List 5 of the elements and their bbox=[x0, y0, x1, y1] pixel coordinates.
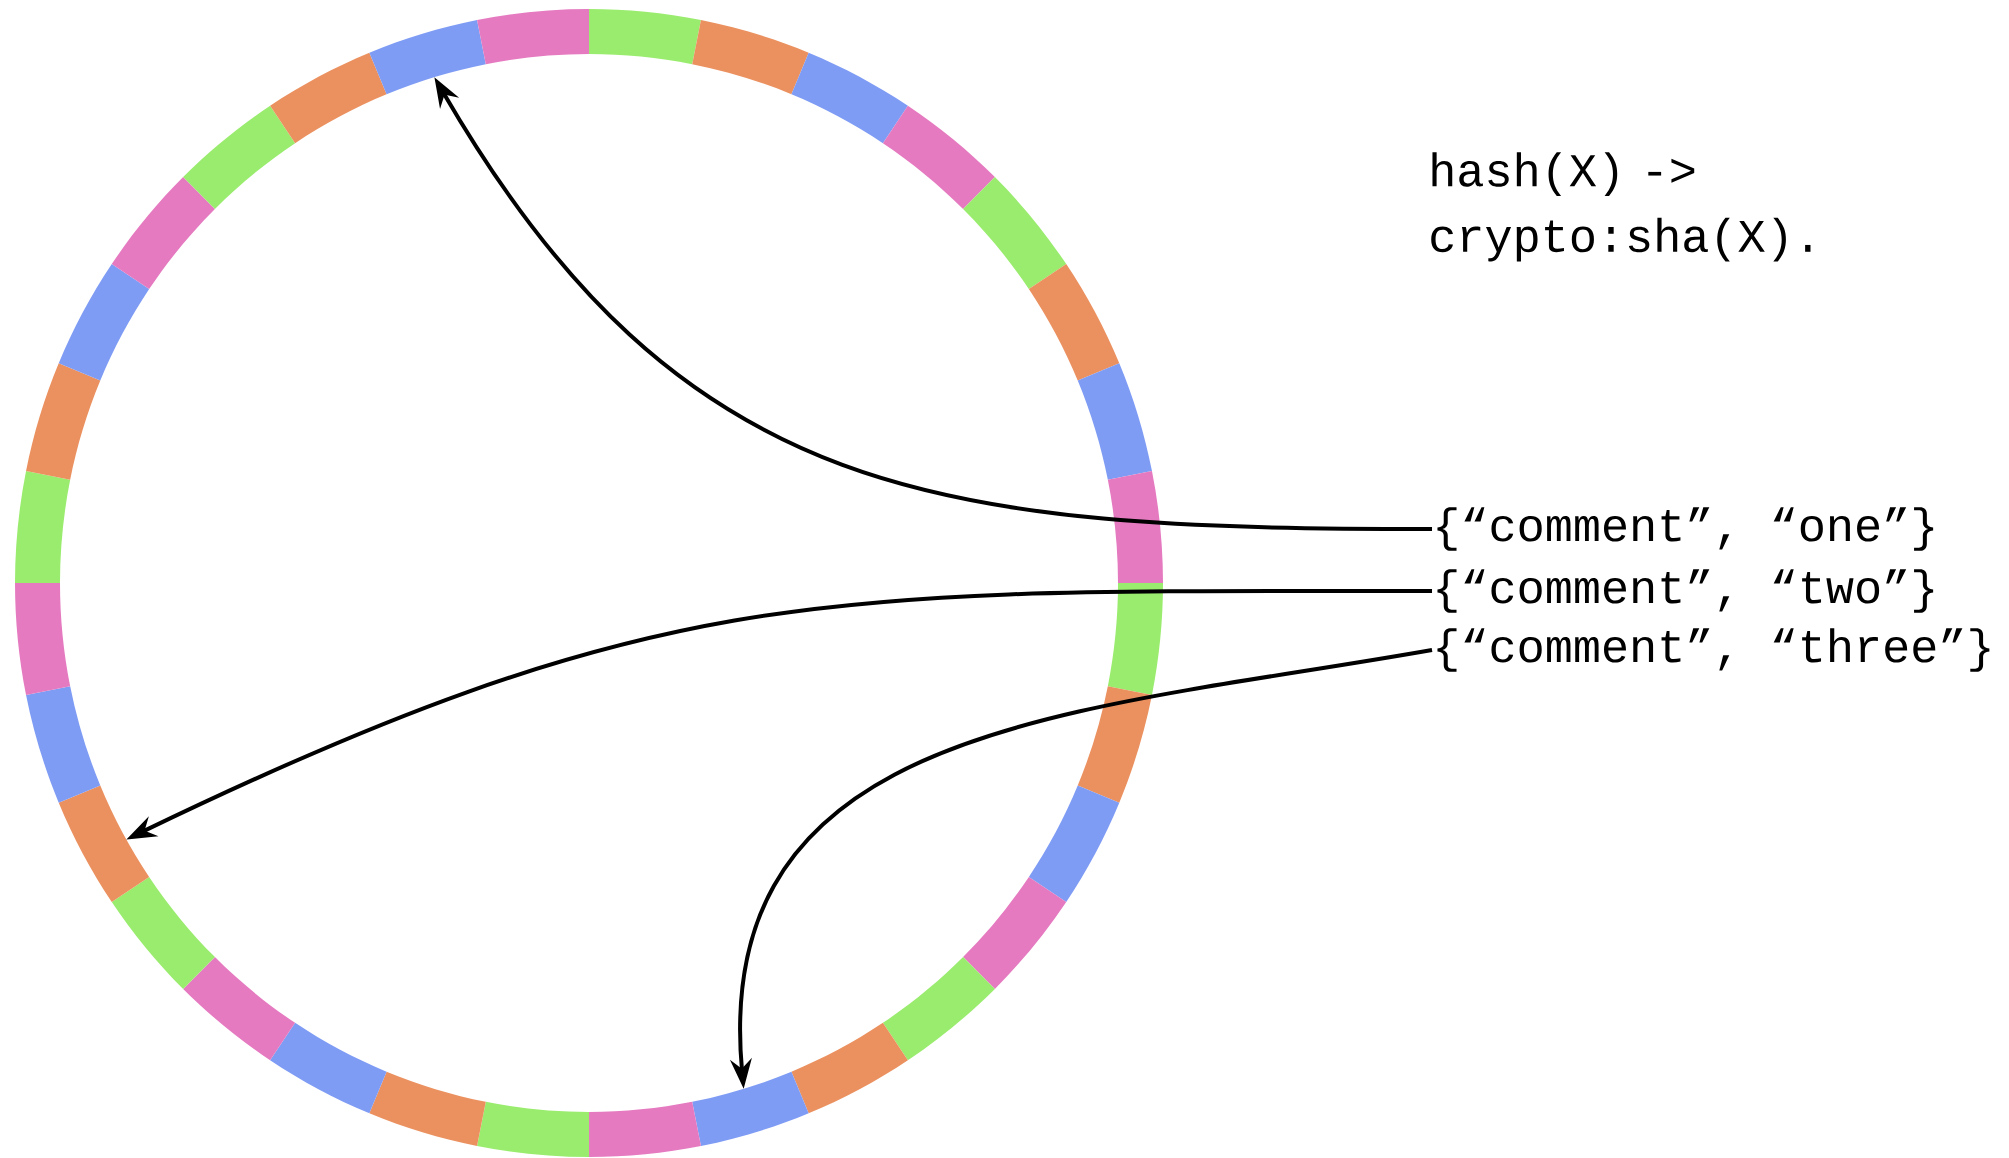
code-text: {“comment”, “two”} bbox=[1437, 569, 1934, 613]
code-text: {“comment”, “one”} bbox=[1437, 507, 1934, 551]
code-text: hash(X) -> crypto:sha(X). bbox=[1431, 152, 1811, 262]
segmented-ring bbox=[15, 9, 1163, 1157]
code-text: {“comment”, “three”} bbox=[1437, 628, 1990, 672]
